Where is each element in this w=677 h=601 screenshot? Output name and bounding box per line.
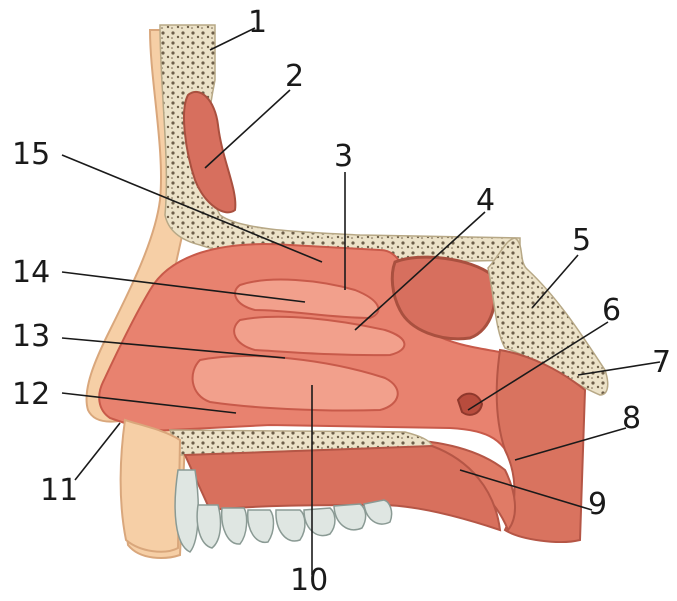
label-3: 3 [334,142,353,172]
label-5: 5 [572,226,591,256]
label-1: 1 [248,8,267,38]
leader-11 [75,423,120,480]
label-6: 6 [602,296,621,326]
label-10: 10 [290,566,328,596]
label-7: 7 [652,348,671,378]
label-11: 11 [40,476,78,506]
label-8: 8 [622,404,641,434]
label-13: 13 [12,322,50,352]
label-14: 14 [12,258,50,288]
label-12: 12 [12,380,50,410]
label-9: 9 [588,490,607,520]
label-2: 2 [285,62,304,92]
upper-lip [121,420,180,552]
label-15: 15 [12,140,50,170]
label-4: 4 [476,186,495,216]
